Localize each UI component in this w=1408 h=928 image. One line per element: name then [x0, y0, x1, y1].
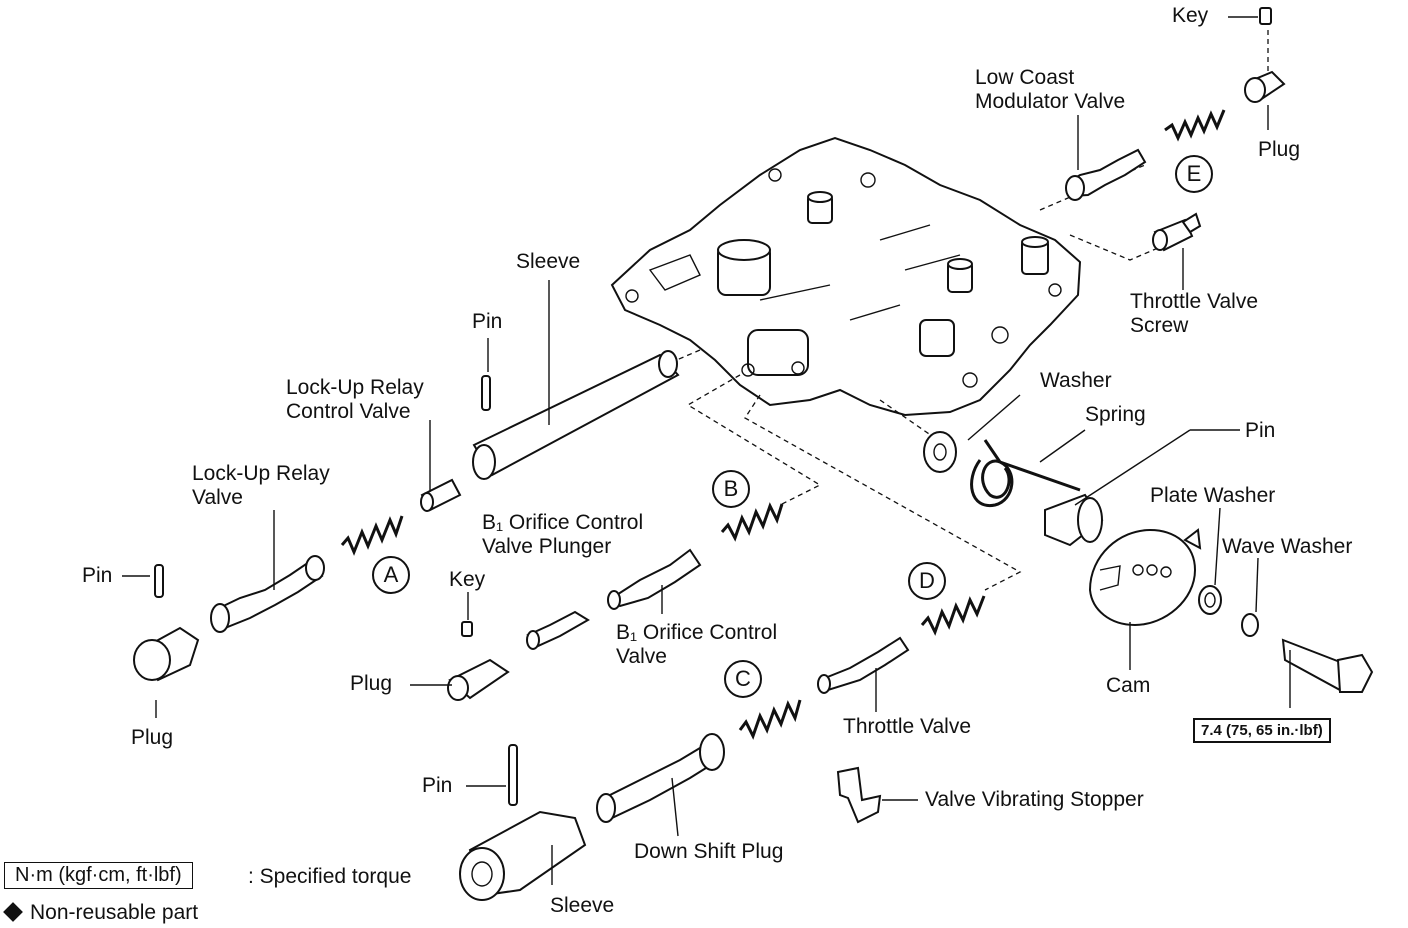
vibrating-stopper-shape [836, 766, 882, 824]
label-plate-washer: Plate Washer [1150, 484, 1276, 507]
label-key-top: Key [1172, 4, 1209, 27]
spring-a-shape [340, 515, 404, 556]
throttle-valve-shape [818, 636, 910, 692]
callout-e: E [1175, 155, 1213, 193]
label-pin-right: Pin [1245, 419, 1276, 442]
cam-shape [1088, 528, 1197, 627]
label-pin-bottom: Pin [422, 774, 453, 797]
wave-washer-shape [1241, 613, 1259, 637]
torque-spec-box: 7.4 (75, 65 in.·lbf) [1193, 718, 1331, 743]
label-sleeve-top: Sleeve [516, 250, 581, 273]
pin-left-shape [154, 564, 164, 598]
pin-upper-shape [481, 375, 491, 411]
label-b1-orifice-control-valve: B₁ Orifice Control Valve [616, 621, 778, 668]
lower-parts [459, 595, 986, 901]
label-pin-left: Pin [82, 564, 113, 587]
label-b1-orifice-control-valve-plunger: B₁ Orifice Control Valve Plunger [482, 511, 644, 558]
washer-shape [923, 431, 957, 473]
label-down-shift-plug: Down Shift Plug [634, 840, 784, 863]
spring-e-shape [1164, 109, 1226, 142]
plate-washer-shape [1198, 585, 1222, 615]
torsion-spring-shape [970, 439, 1081, 507]
legend-nonreusable-part: Non-reusable part [30, 901, 199, 924]
pin-bottom-shape [508, 744, 518, 806]
spring-c-shape [738, 699, 802, 740]
label-spring: Spring [1085, 403, 1146, 426]
label-low-coast-modulator-valve: Low Coast Modulator Valve [975, 66, 1126, 113]
label-wave-washer: Wave Washer [1222, 535, 1353, 558]
left-upper-parts [133, 350, 680, 682]
b1-valve-shape [610, 548, 702, 608]
label-valve-vibrating-stopper: Valve Vibrating Stopper [925, 788, 1144, 811]
label-lockup-relay-control-valve: Lock-Up Relay Control Valve [286, 376, 424, 423]
legend-torque-unit: N·m (kgf·cm, ft·lbf) [4, 862, 193, 889]
legend-specified-torque: : Specified torque [248, 865, 412, 888]
spring-b-shape [720, 502, 784, 542]
right-parts [923, 431, 1374, 693]
label-lockup-relay-valve: Lock-Up Relay Valve [192, 462, 330, 509]
sleeve-top-shape [472, 353, 680, 477]
key-top-shape [1259, 7, 1272, 25]
callout-c: C [724, 660, 762, 698]
label-key-mid: Key [449, 568, 486, 591]
middle-parts [447, 502, 784, 701]
label-cam: Cam [1106, 674, 1151, 697]
spring-d-shape [920, 595, 986, 636]
callout-b: B [712, 470, 750, 508]
label-sleeve-bottom: Sleeve [550, 894, 615, 917]
label-throttle-valve-screw: Throttle Valve Screw [1130, 290, 1258, 337]
label-pin-upper: Pin [472, 310, 503, 333]
callout-d: D [908, 562, 946, 600]
label-plug-top: Plug [1258, 138, 1301, 161]
callout-a: A [372, 556, 410, 594]
label-throttle-valve: Throttle Valve [843, 715, 971, 738]
leader-lines [122, 16, 1291, 885]
label-washer: Washer [1040, 369, 1112, 392]
label-plug-left: Plug [131, 726, 174, 749]
upper-right-parts [1065, 7, 1286, 252]
label-plug-mid: Plug [350, 672, 393, 695]
key-mid-shape [461, 621, 473, 637]
valve-body [610, 136, 1082, 417]
